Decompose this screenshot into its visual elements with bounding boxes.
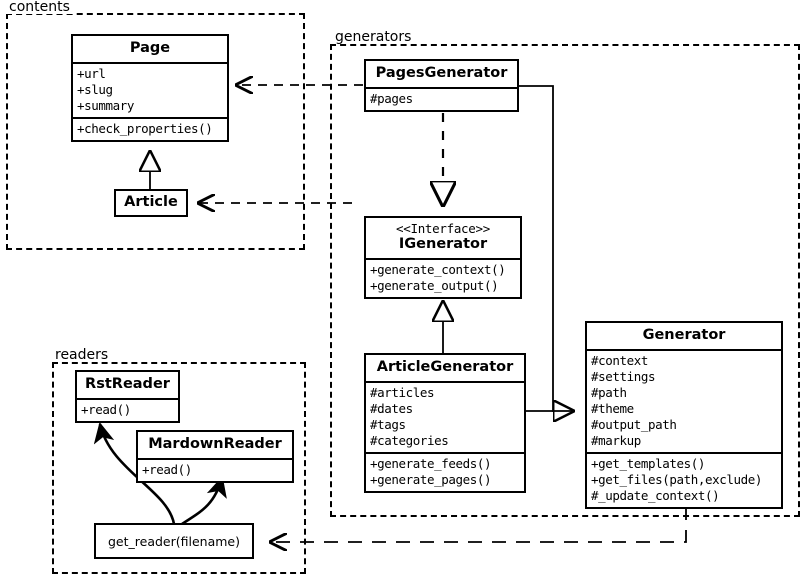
attribute-row: #articles [370, 384, 435, 400]
class-igenerator-stereotype: <<Interface>> [396, 221, 490, 236]
method-row: +generate_feeds() [370, 455, 492, 471]
class-rst-reader-methods: +read() [77, 397, 178, 421]
rel-pagesgen-extends-generator [519, 85, 573, 411]
class-generator-attributes: #context #settings #path #theme #output_… [587, 348, 781, 452]
method-row: #_update_context() [591, 487, 720, 503]
class-page-methods: +check_properties() [73, 116, 227, 140]
attribute-row: +summary [77, 97, 135, 113]
class-generator-methods: +get_templates() +get_files(path,exclude… [587, 451, 781, 507]
class-article-generator-attributes: #articles #dates #tags #categories [366, 380, 524, 452]
class-article-generator-name: ArticleGenerator [376, 359, 514, 375]
package-contents [6, 13, 305, 250]
class-article-generator-methods: +generate_feeds() +generate_pages() [366, 451, 524, 491]
class-generator[interactable]: Generator #context #settings #path #them… [585, 321, 783, 509]
class-pages-generator-name: PagesGenerator [375, 65, 508, 81]
attribute-row: #dates [370, 400, 413, 416]
class-article[interactable]: Article [114, 189, 188, 217]
attribute-row: #markup [591, 432, 641, 448]
method-row: +read() [81, 401, 131, 417]
method-row: +get_templates() [591, 455, 706, 471]
function-get-reader-label: get_reader(filename) [108, 533, 240, 549]
attribute-row: #path [591, 384, 627, 400]
class-rst-reader-name: RstReader [85, 376, 170, 392]
package-readers-label: readers [52, 348, 112, 362]
attribute-row: #settings [591, 368, 656, 384]
attribute-row: +url [77, 65, 106, 81]
class-article-name: Article [124, 194, 178, 210]
method-row: +get_files(path,exclude) [591, 471, 763, 487]
package-contents-label: contents [6, 0, 73, 14]
rel-generator-uses-get-reader [271, 506, 687, 542]
package-generators-label: generators [332, 30, 415, 44]
rel-get-reader-returns-markdown [181, 476, 227, 526]
class-generator-name: Generator [642, 327, 726, 343]
method-row: +read() [142, 461, 192, 477]
package-generators [330, 44, 800, 517]
class-igenerator-name: <<Interface>> IGenerator [366, 218, 520, 258]
attribute-row: #tags [370, 416, 406, 432]
class-igenerator[interactable]: <<Interface>> IGenerator +generate_conte… [364, 216, 522, 300]
class-pages-generator-attributes: #pages [366, 86, 517, 110]
class-mardown-reader-name: MardownReader [148, 436, 282, 452]
attribute-row: #theme [591, 400, 634, 416]
method-row: +check_properties() [77, 120, 213, 136]
class-page-name: Page [129, 40, 171, 56]
attribute-row: +slug [77, 81, 113, 97]
attribute-row: #context [591, 352, 649, 368]
attribute-row: #output_path [591, 416, 677, 432]
method-row: +generate_output() [370, 278, 499, 294]
function-get-reader[interactable]: get_reader(filename) [94, 523, 254, 559]
class-igenerator-methods: +generate_context() +generate_output() [366, 258, 520, 297]
attribute-row: #pages [370, 90, 413, 106]
package-readers [52, 362, 306, 574]
class-page[interactable]: Page +url +slug +summary +check_properti… [71, 34, 229, 142]
method-row: +generate_context() [370, 262, 506, 278]
class-page-attributes: +url +slug +summary [73, 61, 227, 117]
class-article-generator[interactable]: ArticleGenerator #articles #dates #tags … [364, 353, 526, 493]
class-mardown-reader[interactable]: MardownReader +read() [136, 430, 294, 483]
attribute-row: #categories [370, 432, 449, 448]
class-pages-generator[interactable]: PagesGenerator #pages [364, 59, 519, 112]
class-igenerator-label: IGenerator [398, 236, 488, 253]
method-row: +generate_pages() [370, 471, 492, 487]
class-rst-reader[interactable]: RstReader +read() [75, 370, 180, 423]
class-mardown-reader-methods: +read() [138, 457, 292, 481]
